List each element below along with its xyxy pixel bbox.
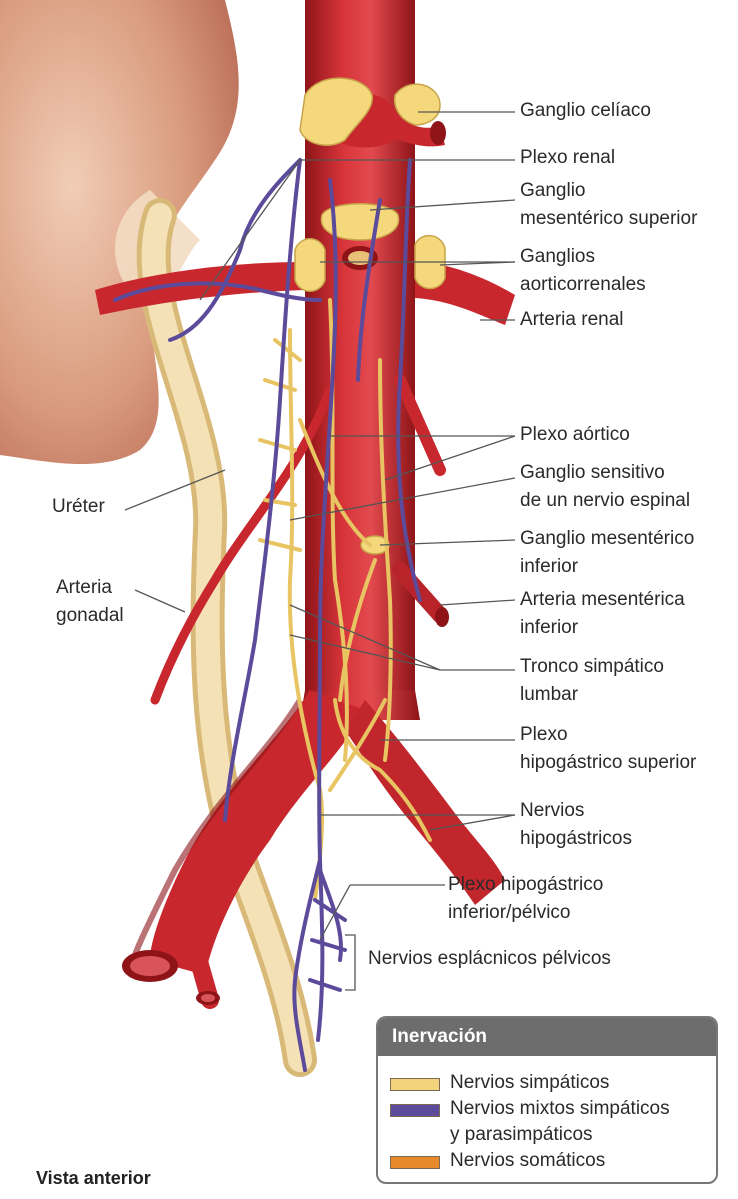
label-ganglio-mes-sup-2: mesentérico superior [520, 206, 697, 232]
label-nervios-hipo-2: hipogástricos [520, 826, 632, 852]
bracket [345, 935, 355, 990]
label-plexo-hipo-sup: Plexo [520, 722, 568, 748]
label-ureter: Uréter [52, 494, 105, 520]
label-plexo-renal: Plexo renal [520, 145, 615, 171]
label-ganglio-mes-inf: Ganglio mesentérico [520, 526, 694, 552]
view-title: Vista anterior [36, 1168, 151, 1189]
label-plexo-hipo-sup-2: hipogástrico superior [520, 750, 696, 776]
label-ganglios-aort-2: aorticorrenales [520, 272, 646, 298]
label-ganglio-sensitivo: Ganglio sensitivo [520, 460, 665, 486]
legend-label: Nervios mixtos simpáticos [450, 1096, 670, 1121]
legend-swatch-yellow [390, 1078, 440, 1091]
label-arteria-mes-inf: Arteria mesentérica [520, 587, 685, 613]
label-ganglio-sensitivo-2: de un nervio espinal [520, 488, 690, 514]
legend-swatch-orange [390, 1156, 440, 1169]
label-plexo-aortico: Plexo aórtico [520, 422, 630, 448]
label-tronco-2: lumbar [520, 682, 578, 708]
legend-label: y parasimpáticos [450, 1122, 593, 1147]
label-arteria-renal: Arteria renal [520, 307, 624, 333]
label-nervios-esplacnicos: Nervios esplácnicos pélvicos [368, 946, 611, 972]
label-nervios-hipo: Nervios [520, 798, 584, 824]
label-ganglio-mes-inf-2: inferior [520, 554, 578, 580]
legend-label: Nervios simpáticos [450, 1070, 609, 1095]
label-arteria-gonadal-2: gonadal [56, 603, 124, 629]
label-arteria-gonadal: Arteria [56, 575, 112, 601]
aorticorenal-ganglion-right [295, 239, 325, 292]
label-ganglio-mes-sup: Ganglio [520, 178, 586, 204]
label-plexo-hipo-inf: Plexo hipogástrico [448, 872, 603, 898]
label-tronco: Tronco simpático [520, 654, 664, 680]
legend-swatch-purple [390, 1104, 440, 1117]
label-plexo-hipo-inf-2: inferior/pélvico [448, 900, 571, 926]
legend-title: Inervación [378, 1018, 716, 1056]
legend-box: Inervación Nervios simpáticos Nervios mi… [376, 1016, 718, 1184]
label-ganglio-celiaco: Ganglio celíaco [520, 98, 651, 124]
label-ganglios-aort: Ganglios [520, 244, 595, 270]
legend-label: Nervios somáticos [450, 1148, 605, 1173]
label-arteria-mes-inf-2: inferior [520, 615, 578, 641]
